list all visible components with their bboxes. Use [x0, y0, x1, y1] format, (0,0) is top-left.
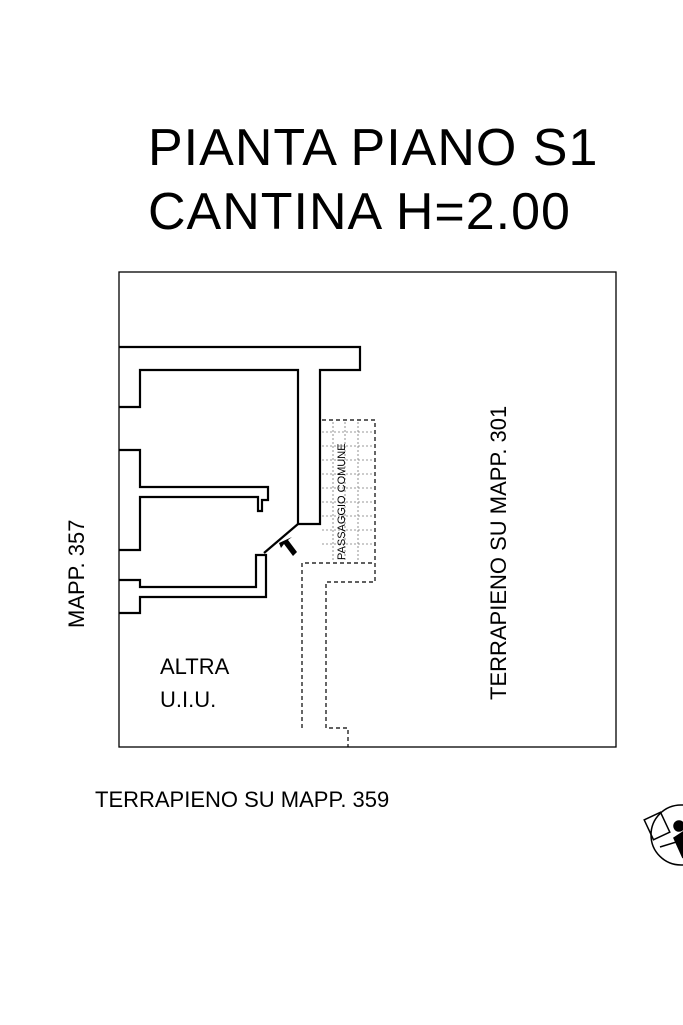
passage-outline: [319, 419, 376, 747]
other-unit-label-line2: U.I.U.: [160, 687, 216, 712]
entrance-arrow-icon: [279, 537, 297, 556]
wall-top-left: [119, 345, 362, 526]
other-unit-label-line1: ALTRA: [160, 654, 230, 679]
property-boundary: [118, 271, 617, 748]
plan-title-line1: PIANTA PIANO S1: [148, 119, 598, 177]
right-neighbour-label: TERRAPIENO SU MAPP. 301: [486, 406, 511, 700]
left-neighbour-label: MAPP. 357: [64, 520, 89, 628]
shared-passage-label: PASSAGGIO COMUNE: [336, 443, 348, 560]
wall-middle: [119, 448, 270, 552]
stair-hatching: [322, 422, 373, 562]
dashed-boundaries: [301, 419, 376, 747]
walls: [119, 345, 362, 615]
wall-lower: [119, 553, 268, 615]
other-unit-boundary: [301, 562, 375, 728]
door-jamb: [263, 523, 299, 554]
plan-title-line2: CANTINA H=2.00: [148, 183, 571, 241]
north-arrow-icon: [643, 804, 683, 866]
bottom-neighbour-label: TERRAPIENO SU MAPP. 359: [95, 787, 389, 812]
